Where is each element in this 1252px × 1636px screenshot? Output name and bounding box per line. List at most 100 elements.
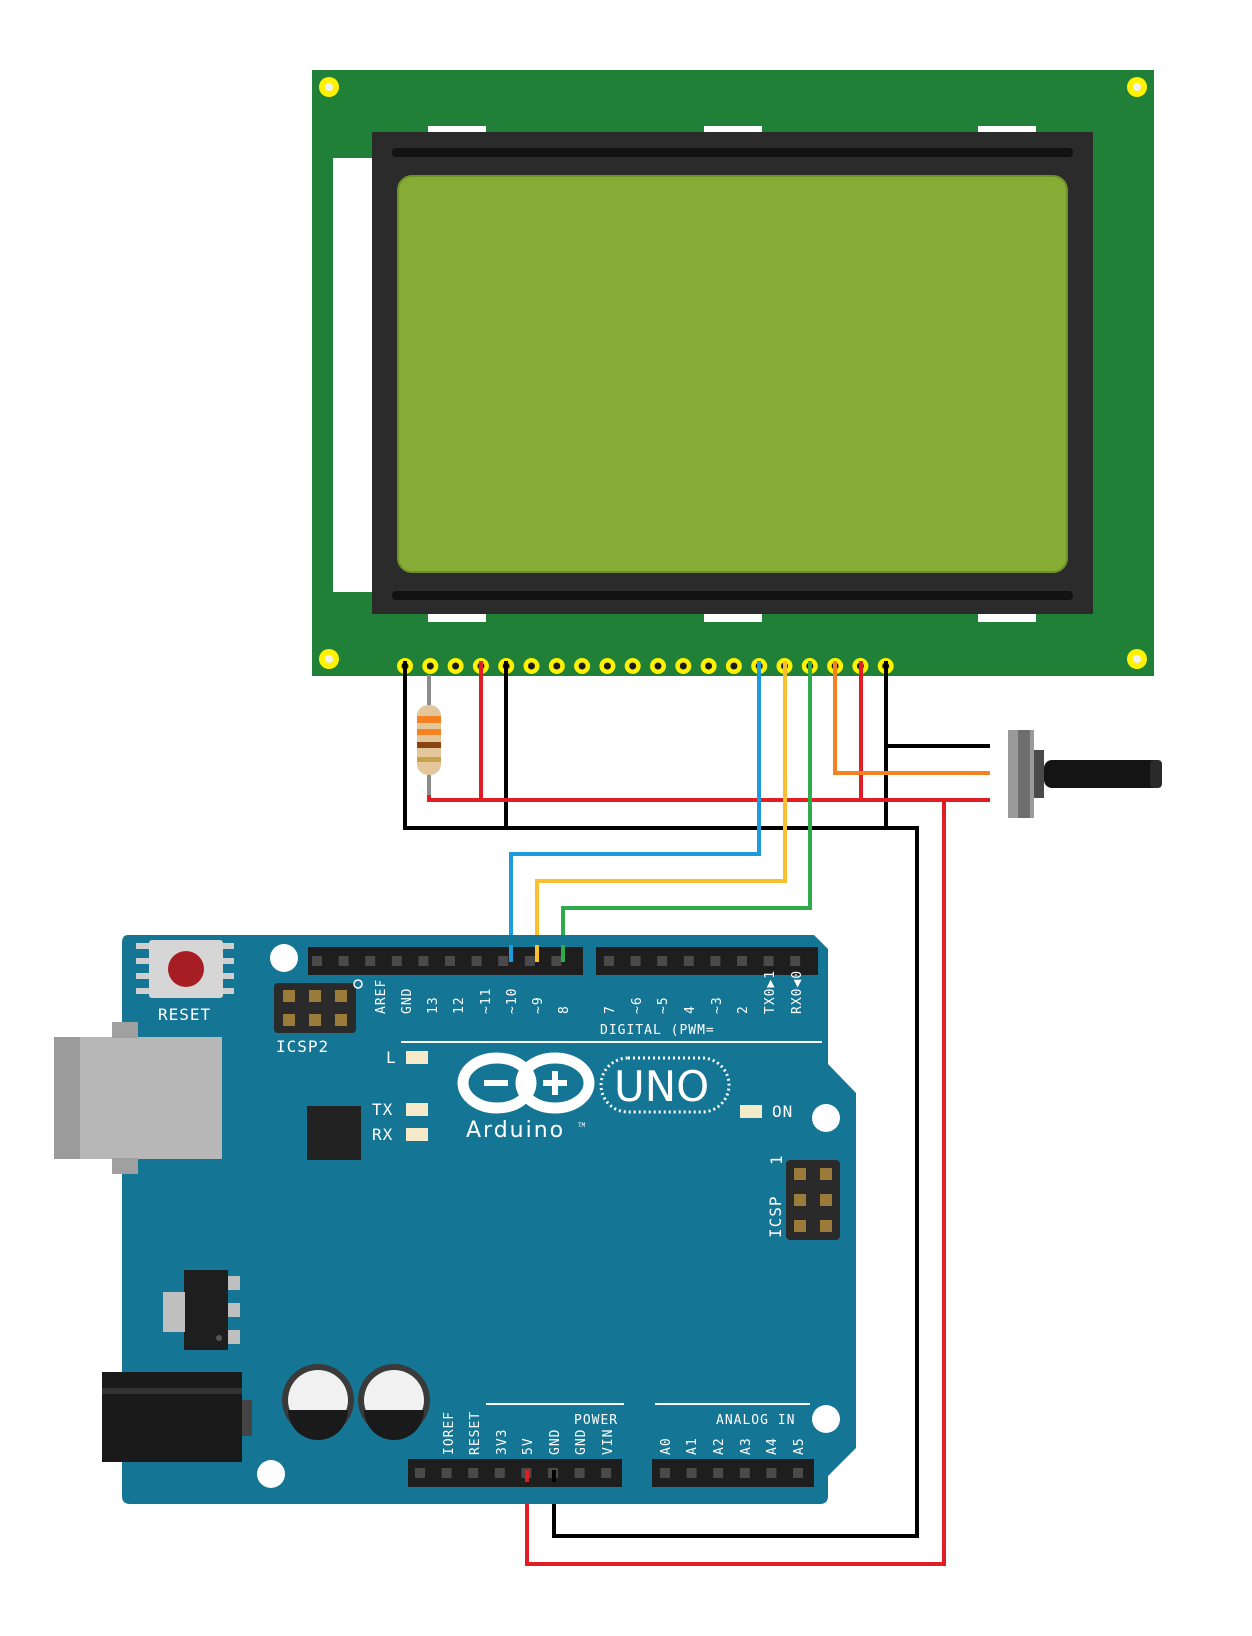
icsp-pin1-label: 1: [767, 1154, 786, 1165]
uno-label: UNO: [614, 1062, 709, 1111]
icsp2-pin: [309, 1014, 321, 1026]
icsp2-pin: [335, 1014, 347, 1026]
header-pin: [312, 956, 322, 966]
header-pin: [710, 956, 721, 966]
glcd-bezel-slot: [392, 148, 1073, 157]
led-tx: [406, 1103, 428, 1116]
header-pin: [551, 956, 562, 966]
icsp-pin: [794, 1168, 806, 1180]
icsp2-pin: [309, 990, 321, 1002]
glcd-tab: [978, 126, 1036, 136]
glcd-screen: [397, 175, 1068, 573]
led-rx-label: RX: [372, 1125, 393, 1144]
digital-pin-label: TX0▶1: [763, 970, 778, 1014]
header-pin: [660, 1468, 670, 1478]
wire-5v-resistor: [427, 795, 946, 1566]
arduino-logo: Arduino TM: [457, 1052, 595, 1143]
arduino-brand: Arduino: [466, 1118, 565, 1143]
usb-connector: [54, 1037, 222, 1159]
power-header: [408, 1459, 622, 1487]
digital-pin-label: ~6: [630, 996, 645, 1014]
board-hole: [270, 944, 298, 972]
analog-pin-label: A3: [739, 1437, 754, 1455]
capacitor: [358, 1364, 430, 1440]
wire-pin10: [509, 661, 761, 960]
digital-header-right: [596, 947, 818, 975]
wire-contrast: [833, 661, 990, 775]
board-hole: [812, 1104, 840, 1132]
glcd-tab: [978, 612, 1036, 622]
glcd-bezel-slot: [392, 591, 1073, 600]
header-pin: [793, 1468, 803, 1478]
power-pin-label: IOREF: [442, 1411, 457, 1455]
digital-pin-label: AREF: [374, 979, 389, 1014]
header-pin: [601, 1468, 612, 1478]
digital-pin-label: ~5: [656, 996, 671, 1014]
led-l: [406, 1051, 428, 1064]
header-pin: [418, 956, 429, 966]
dc-jack: [102, 1372, 242, 1462]
header-pin: [604, 956, 614, 966]
digital-pin-label: 12: [452, 996, 467, 1014]
potentiometer: [1008, 730, 1162, 818]
digital-pin-label: GND: [400, 988, 415, 1014]
header-pin: [683, 956, 694, 966]
icsp-label: ICSP: [766, 1195, 785, 1238]
icsp2-label: ICSP2: [276, 1037, 329, 1056]
reset-label: RESET: [158, 1005, 211, 1024]
board-hole: [812, 1405, 840, 1433]
power-label: POWER: [574, 1413, 618, 1428]
reset-button-cap[interactable]: [168, 951, 204, 987]
header-pin: [471, 956, 482, 966]
analog-pin-label: A1: [685, 1437, 700, 1455]
power-pin-label: 3V3: [495, 1429, 510, 1455]
power-pin-label: GND: [574, 1429, 589, 1455]
digital-pin-label: 2: [736, 1005, 751, 1014]
glcd-tab: [428, 126, 486, 136]
icsp2-pin: [283, 1014, 295, 1026]
wire-ends: [509, 945, 565, 1482]
icsp-pin: [820, 1194, 832, 1206]
digital-label: DIGITAL (PWM=: [600, 1023, 715, 1038]
resistor: [417, 705, 441, 775]
glcd-side-tab: [333, 158, 373, 592]
arduino-board: [122, 935, 856, 1504]
digital-pin-label: RX0◀0: [790, 970, 805, 1014]
power-pin-label: RESET: [468, 1411, 483, 1455]
header-pin: [365, 956, 376, 966]
led-on-label: ON: [772, 1102, 793, 1121]
analog-pin-label: A4: [765, 1437, 780, 1455]
analog-pin-label: A0: [659, 1437, 674, 1455]
wire-pin8: [561, 661, 812, 960]
capacitor: [282, 1364, 354, 1440]
analog-header: [652, 1459, 814, 1487]
digital-pin-label: ~9: [531, 996, 546, 1014]
usb-chip: [307, 1106, 361, 1160]
header-pin: [445, 956, 455, 966]
analog-pin-label: A5: [792, 1437, 807, 1455]
analog-pin-label: A2: [712, 1437, 727, 1455]
power-pin-label: VIN: [601, 1429, 616, 1455]
glcd-tab: [704, 126, 762, 136]
header-pin: [713, 1468, 724, 1478]
glcd-tab: [428, 612, 486, 622]
digital-pin-label: ~10: [505, 988, 520, 1014]
power-pin-label: 5V: [521, 1437, 536, 1455]
header-pin: [790, 956, 801, 966]
icsp-pin: [820, 1220, 832, 1232]
header-pin: [766, 1468, 777, 1478]
header-pin: [630, 956, 641, 966]
digital-pin-label: 7: [603, 1005, 618, 1014]
header-pin: [391, 956, 402, 966]
icsp-pin: [794, 1220, 806, 1232]
digital-pin-label: ~3: [710, 996, 725, 1014]
wire-pin9: [535, 661, 787, 960]
header-pin: [441, 1468, 452, 1478]
potentiometer-knob[interactable]: [1044, 760, 1162, 788]
glcd-tab: [704, 612, 762, 622]
header-pin: [686, 1468, 697, 1478]
wire-gnd-lcd1: [403, 661, 919, 1538]
digital-pin-label: ~11: [479, 988, 494, 1014]
led-on: [740, 1105, 762, 1118]
